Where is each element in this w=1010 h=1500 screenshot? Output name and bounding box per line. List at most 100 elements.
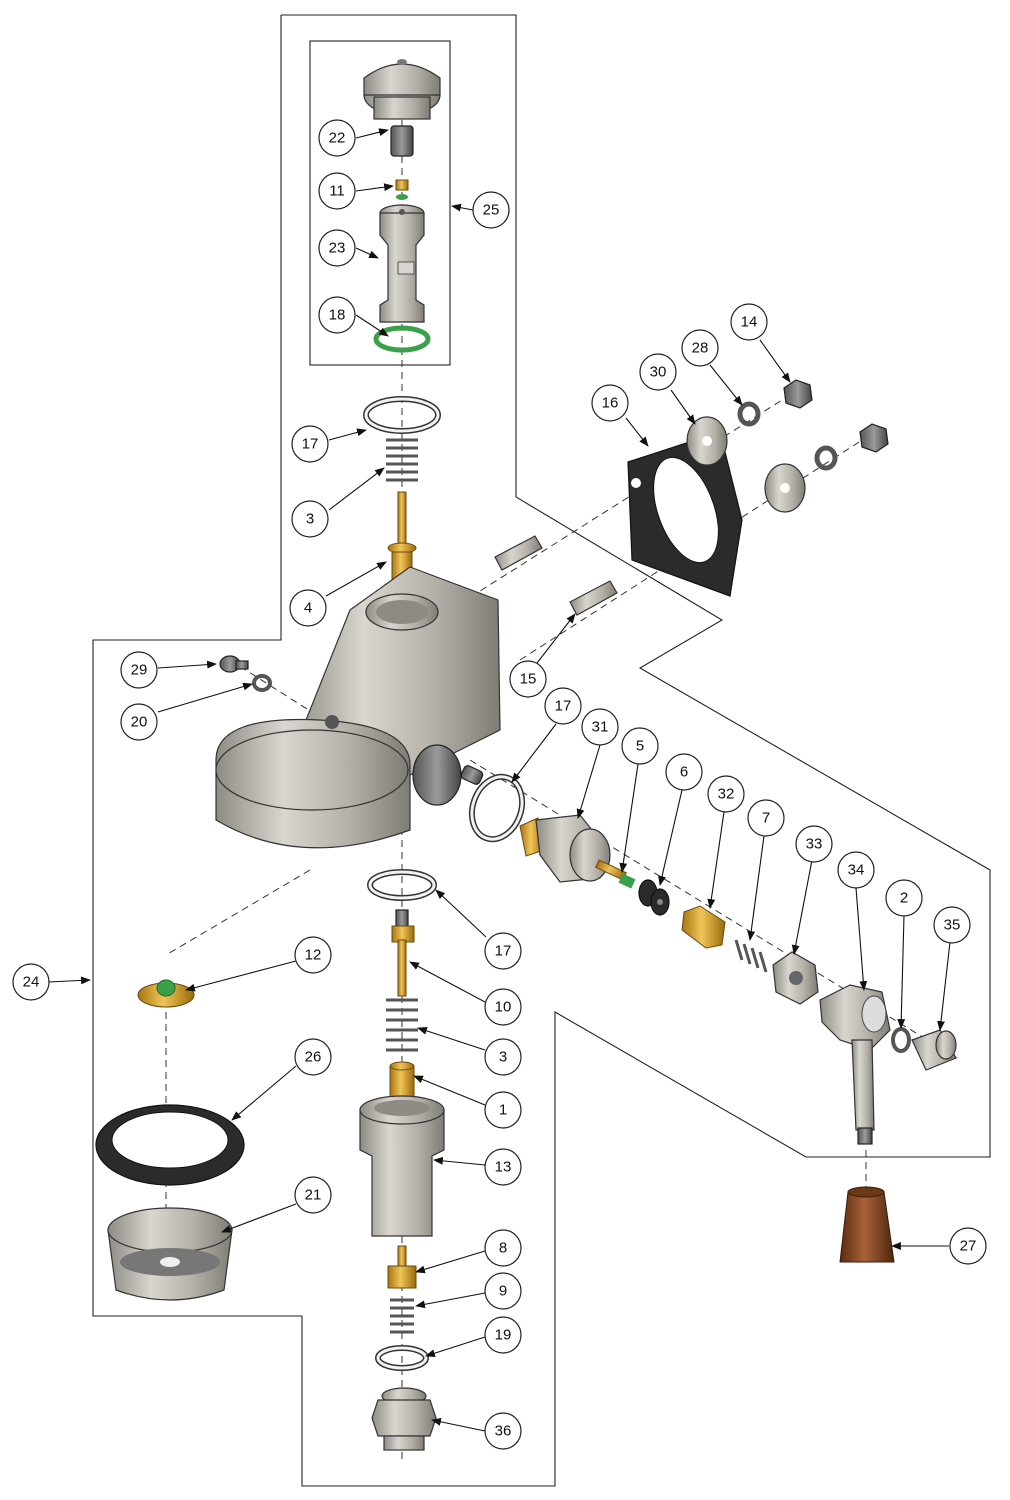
part-8-valve-pin xyxy=(387,1245,417,1289)
callout-33-label: 33 xyxy=(806,836,823,853)
part-10-shaft xyxy=(391,909,415,997)
callout-12-label: 12 xyxy=(305,947,322,964)
callout-10-label: 10 xyxy=(495,999,512,1016)
callout-31: 31 xyxy=(581,708,619,746)
part-29-screw xyxy=(219,655,249,673)
callout-26-label: 26 xyxy=(305,1049,322,1066)
part-7-spring xyxy=(734,939,768,973)
callout-17-top-label: 17 xyxy=(302,436,319,453)
callout-6: 6 xyxy=(665,753,703,791)
callout-8: 8 xyxy=(484,1229,522,1267)
callout-15: 15 xyxy=(509,660,547,698)
callout-19-label: 19 xyxy=(495,1327,512,1344)
callout-29: 29 xyxy=(120,651,158,689)
callout-30: 30 xyxy=(639,353,677,391)
callout-20-label: 20 xyxy=(131,714,148,731)
part-36-plug xyxy=(371,1387,437,1451)
callout-18: 18 xyxy=(318,296,356,334)
callout-25-label: 25 xyxy=(483,202,500,219)
callout-17-side: 17 xyxy=(544,687,582,725)
part-20-washer xyxy=(252,674,272,692)
callout-17-top: 17 xyxy=(291,425,329,463)
callout-13: 13 xyxy=(484,1148,522,1186)
part-cap xyxy=(363,59,441,120)
callout-27-label: 27 xyxy=(960,1238,977,1255)
callout-36: 36 xyxy=(484,1412,522,1450)
callout-9: 9 xyxy=(484,1272,522,1310)
part-17-ring-bottom xyxy=(367,869,437,901)
callout-32-label: 32 xyxy=(718,786,735,803)
callout-22: 22 xyxy=(318,119,356,157)
callout-35: 35 xyxy=(933,906,971,944)
callout-17-side-label: 17 xyxy=(555,698,572,715)
callout-3-top: 3 xyxy=(291,500,329,538)
callout-34: 34 xyxy=(837,851,875,889)
callout-35-label: 35 xyxy=(944,917,961,934)
callout-30-label: 30 xyxy=(650,364,667,381)
part-35-cap xyxy=(911,1029,957,1071)
callout-4-label: 4 xyxy=(304,600,312,617)
part-15-studs xyxy=(494,535,618,616)
assembly-24-boundary xyxy=(92,14,991,1487)
part-fitting-small xyxy=(460,765,484,785)
part-11-nipple xyxy=(395,179,409,200)
part-33-nut xyxy=(772,951,819,1005)
callout-17-bottom-label: 17 xyxy=(495,943,512,960)
callout-16: 16 xyxy=(591,384,629,422)
callout-23-label: 23 xyxy=(329,240,346,257)
callout-6-label: 6 xyxy=(680,764,688,781)
callout-13-label: 13 xyxy=(495,1159,512,1176)
callout-24-label: 24 xyxy=(23,974,40,991)
callout-10: 10 xyxy=(484,988,522,1026)
callout-14: 14 xyxy=(730,303,768,341)
callout-28-label: 28 xyxy=(692,340,709,357)
callout-23: 23 xyxy=(318,229,356,267)
part-12-shower-valve xyxy=(137,979,195,1008)
part-2-washer xyxy=(891,1027,911,1053)
assembly-25-boundary xyxy=(309,40,451,366)
part-28-lock-washers xyxy=(737,401,838,471)
callout-5: 5 xyxy=(621,727,659,765)
callouts: 22 11 25 23 18 14 28 30 16 17 3 4 15 29 … xyxy=(12,119,987,1450)
callout-4: 4 xyxy=(289,589,327,627)
callout-31-label: 31 xyxy=(592,719,609,736)
callout-15-label: 15 xyxy=(520,671,537,688)
callout-22-label: 22 xyxy=(329,130,346,147)
callout-36-label: 36 xyxy=(495,1423,512,1440)
part-17-ring-side xyxy=(468,773,526,843)
callout-5-label: 5 xyxy=(636,738,644,755)
part-34-steam-arm xyxy=(819,984,891,1145)
callout-12: 12 xyxy=(294,936,332,974)
callout-19: 19 xyxy=(484,1316,522,1354)
callout-3-bottom: 3 xyxy=(484,1038,522,1076)
part-21-shower-screen xyxy=(107,1207,233,1301)
part-27-wood-knob xyxy=(839,1186,895,1263)
callout-2-label: 2 xyxy=(900,890,908,907)
part-30-washers xyxy=(686,416,806,513)
callout-2: 2 xyxy=(885,879,923,917)
callout-18-label: 18 xyxy=(329,307,346,324)
callout-1-label: 1 xyxy=(499,1102,507,1119)
part-18-o-ring xyxy=(373,325,431,353)
callout-24: 24 xyxy=(12,963,50,1001)
callout-26: 26 xyxy=(294,1038,332,1076)
part-17-ring-top xyxy=(363,396,441,434)
part-14-nuts xyxy=(783,379,889,453)
callout-3-top-label: 3 xyxy=(306,511,314,528)
callout-28: 28 xyxy=(681,329,719,367)
part-16-gasket xyxy=(627,431,743,597)
callout-7: 7 xyxy=(747,799,785,837)
callout-29-label: 29 xyxy=(131,662,148,679)
callout-20: 20 xyxy=(120,703,158,741)
callout-33: 33 xyxy=(795,825,833,863)
callout-11: 11 xyxy=(318,172,356,210)
part-26-gasket xyxy=(95,1104,245,1186)
part-13-cylinder xyxy=(359,1095,445,1237)
callout-9-label: 9 xyxy=(499,1283,507,1300)
part-32-brass-nozzle xyxy=(681,905,726,949)
callout-21: 21 xyxy=(294,1176,332,1214)
callout-3-bottom-label: 3 xyxy=(499,1049,507,1066)
part-5-stem xyxy=(595,859,636,889)
callout-7-label: 7 xyxy=(762,810,770,827)
